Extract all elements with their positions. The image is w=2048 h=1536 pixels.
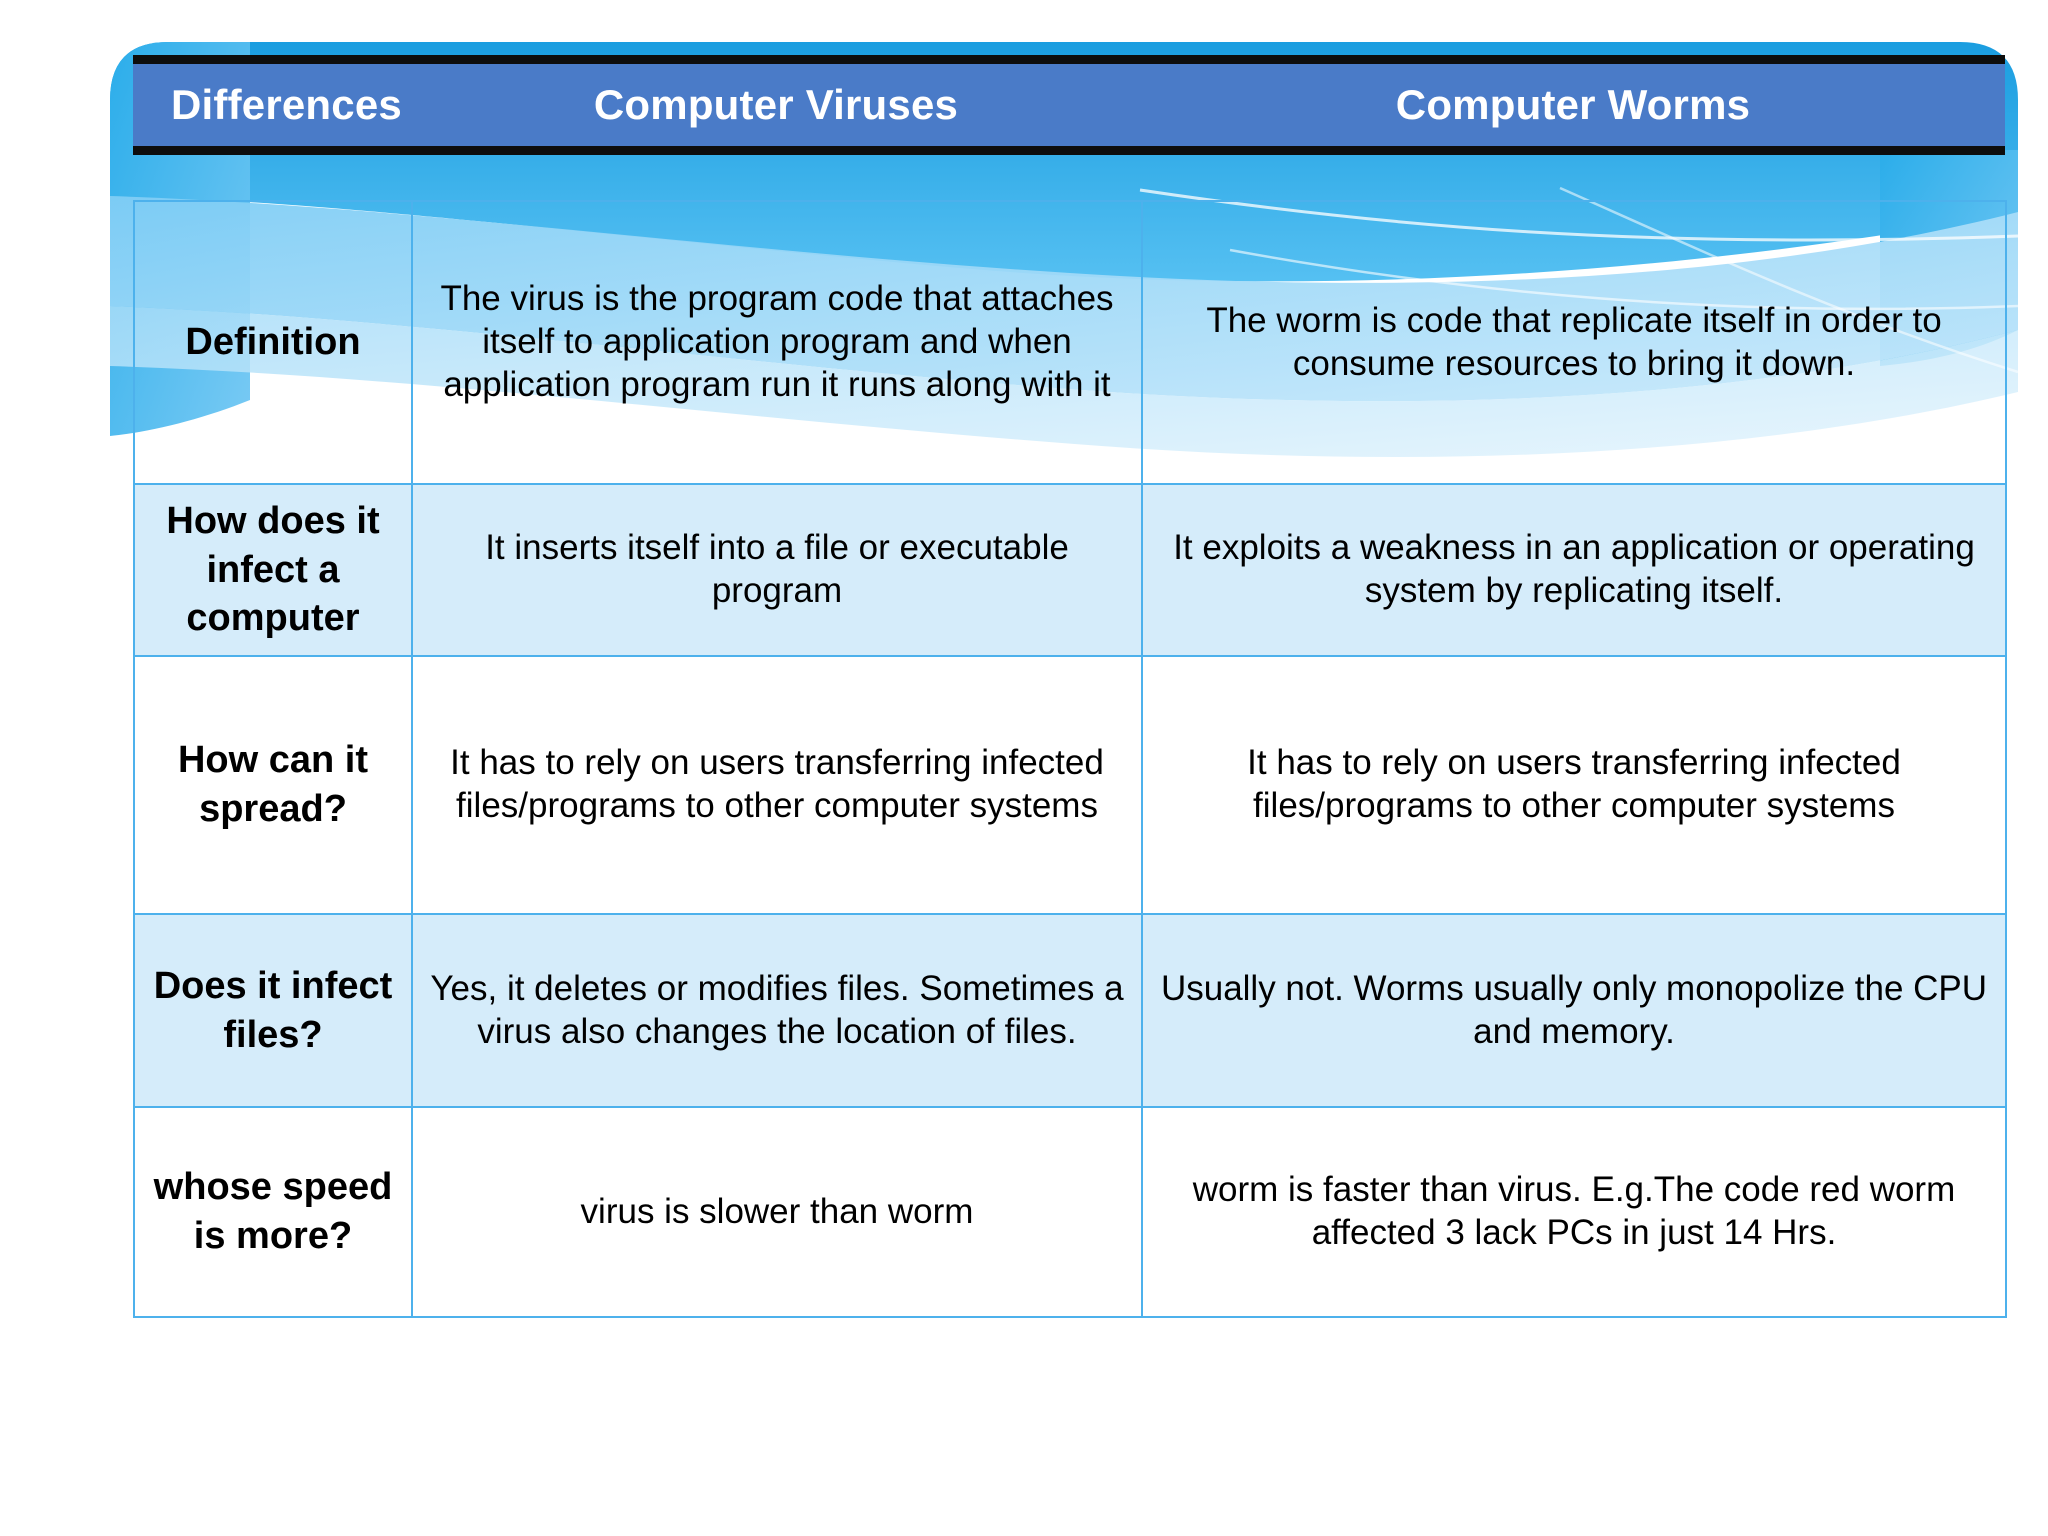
- column-header-differences: Differences: [171, 81, 402, 128]
- cell-spread-virus: It has to rely on users transferring inf…: [411, 655, 1143, 915]
- column-header-computer-worms: Computer Worms: [1395, 81, 1751, 128]
- table-row: How can it spread? It has to rely on use…: [133, 655, 2007, 915]
- table-header-row: Differences Computer Viruses Computer Wo…: [133, 55, 2005, 155]
- row-label-whose-speed-is-more: whose speed is more?: [133, 1106, 413, 1318]
- table-row: Does it infect files? Yes, it deletes or…: [133, 913, 2007, 1108]
- table-row: whose speed is more? virus is slower tha…: [133, 1106, 2007, 1318]
- cell-spread-worm: It has to rely on users transferring inf…: [1141, 655, 2007, 915]
- column-header-computer-viruses: Computer Viruses: [593, 81, 959, 128]
- row-label-how-can-it-spread: How can it spread?: [133, 655, 413, 915]
- row-label-does-it-infect-files: Does it infect files?: [133, 913, 413, 1108]
- row-label-definition: Definition: [133, 200, 413, 485]
- cell-infect-worm: It exploits a weakness in an application…: [1141, 483, 2007, 657]
- cell-definition-worm: The worm is code that replicate itself i…: [1141, 200, 2007, 485]
- cell-infect-files-worm: Usually not. Worms usually only monopoli…: [1141, 913, 2007, 1108]
- cell-definition-virus: The virus is the program code that attac…: [411, 200, 1143, 485]
- comparison-table: Definition The virus is the program code…: [133, 200, 2007, 1318]
- table-row: How does it infect a computer It inserts…: [133, 483, 2007, 657]
- row-label-how-does-it-infect: How does it infect a computer: [133, 483, 413, 657]
- table-row: Definition The virus is the program code…: [133, 200, 2007, 485]
- cell-speed-worm: worm is faster than virus. E.g.The code …: [1141, 1106, 2007, 1318]
- cell-infect-files-virus: Yes, it deletes or modifies files. Somet…: [411, 913, 1143, 1108]
- cell-speed-virus: virus is slower than worm: [411, 1106, 1143, 1318]
- cell-infect-virus: It inserts itself into a file or executa…: [411, 483, 1143, 657]
